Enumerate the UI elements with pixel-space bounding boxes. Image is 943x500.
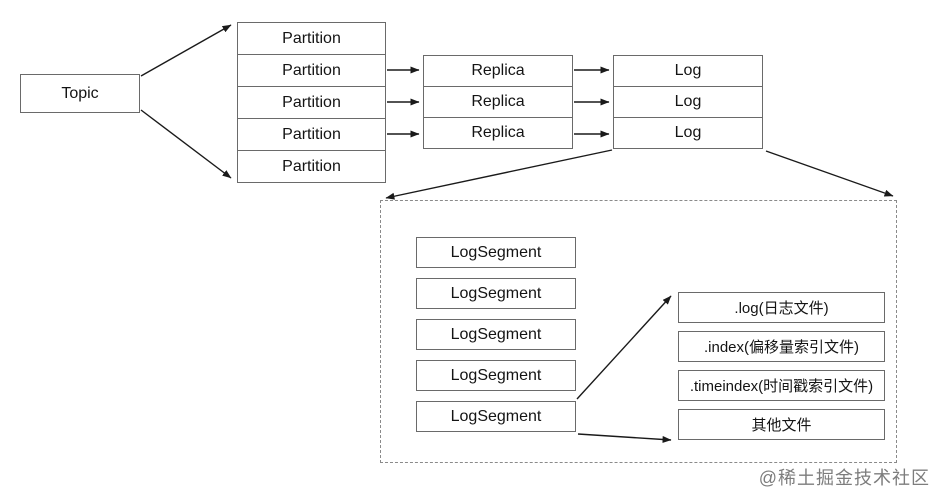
log-segment-box: LogSegment — [416, 360, 576, 391]
partition-box: Partition — [237, 86, 386, 119]
arrow-segment-to-logfile — [576, 295, 672, 400]
partition-box: Partition — [237, 150, 386, 183]
arrow-topic-to-partition-bottom — [140, 109, 232, 179]
log-segment-box: LogSegment — [416, 319, 576, 350]
log-box: Log — [613, 86, 763, 118]
watermark: @稀土掘金技术社区 — [758, 468, 930, 488]
arrow-segment-to-otherfiles — [577, 433, 672, 443]
other-files-box: 其他文件 — [678, 409, 885, 440]
partition-stack: Partition Partition Partition Partition … — [237, 22, 386, 183]
segment-file-stack: .log(日志文件) .index(偏移量索引文件) .timeindex(时间… — [678, 292, 885, 440]
log-stack: Log Log Log — [613, 55, 763, 149]
arrow-log-to-dashed-left — [385, 149, 613, 200]
replica-box: Replica — [423, 86, 573, 118]
topic-box: Topic — [20, 74, 140, 113]
index-file-box: .index(偏移量索引文件) — [678, 331, 885, 362]
timeindex-file-box: .timeindex(时间戳索引文件) — [678, 370, 885, 401]
replica-box: Replica — [423, 55, 573, 87]
arrow-log-to-dashed-right — [765, 150, 894, 197]
replica-stack: Replica Replica Replica — [423, 55, 573, 149]
partition-box: Partition — [237, 54, 386, 87]
partition-box: Partition — [237, 22, 386, 55]
topic-label: Topic — [61, 84, 99, 102]
log-detail-container — [380, 200, 897, 463]
log-file-box: .log(日志文件) — [678, 292, 885, 323]
log-segment-box: LogSegment — [416, 237, 576, 268]
arrow-topic-to-partition-top — [140, 24, 232, 77]
log-segment-box: LogSegment — [416, 278, 576, 309]
log-segment-box: LogSegment — [416, 401, 576, 432]
partition-box: Partition — [237, 118, 386, 151]
replica-box: Replica — [423, 117, 573, 149]
log-box: Log — [613, 55, 763, 87]
log-segment-stack: LogSegment LogSegment LogSegment LogSegm… — [416, 237, 576, 432]
log-box: Log — [613, 117, 763, 149]
